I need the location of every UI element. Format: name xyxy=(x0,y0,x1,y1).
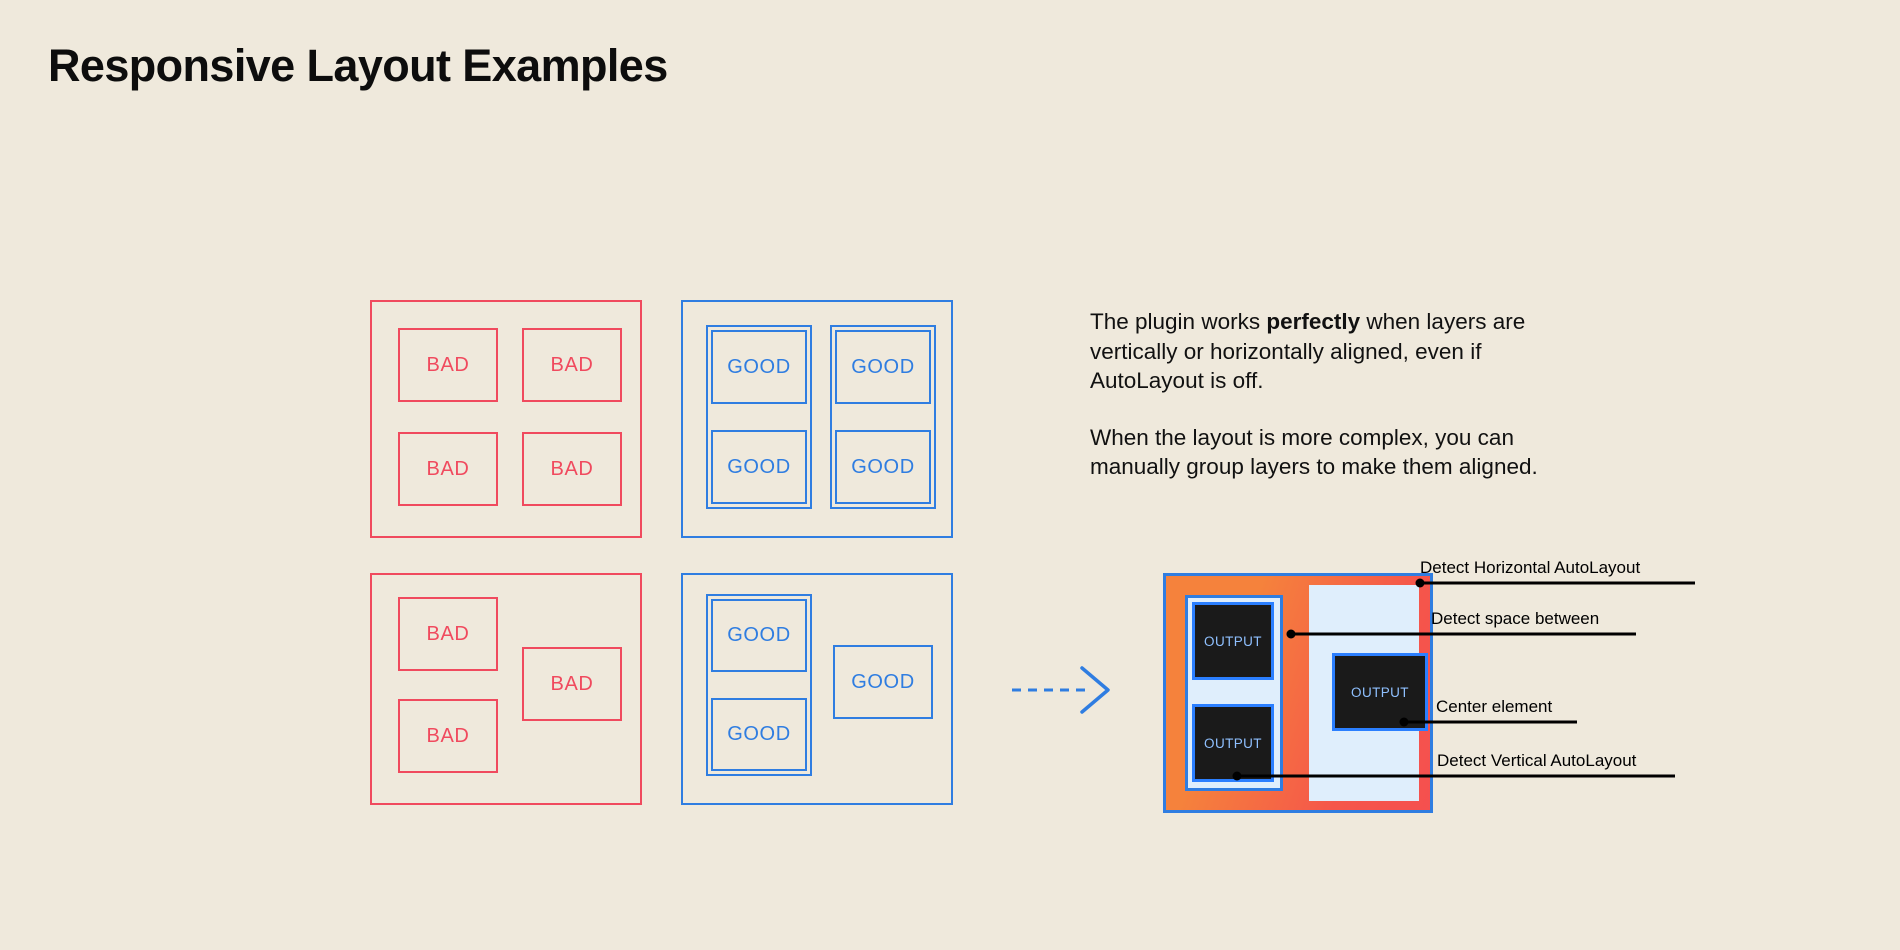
cell-label: BAD xyxy=(426,724,470,747)
cell-bad: BAD xyxy=(398,328,498,402)
explanation-copy: The plugin works perfectly when layers a… xyxy=(1090,307,1560,482)
plugin-detection-mock: OUTPUT OUTPUT OUTPUT xyxy=(1163,573,1433,813)
output-label: OUTPUT xyxy=(1204,633,1262,649)
callout-dot xyxy=(1415,578,1425,588)
cell-bad: BAD xyxy=(398,597,498,671)
cell-bad: BAD xyxy=(522,647,622,721)
paragraph-1-emphasis: perfectly xyxy=(1266,309,1361,334)
callout-label: Detect space between xyxy=(1431,609,1600,628)
cell-label: GOOD xyxy=(727,455,791,478)
callout-rule xyxy=(1404,720,1577,724)
callout-rule xyxy=(1237,774,1675,778)
callout-label: Center element xyxy=(1436,697,1553,716)
cell-label: GOOD xyxy=(851,355,915,378)
callout-detect-vertical-autolayout: Detect Vertical AutoLayout xyxy=(1232,751,1675,787)
cell-label: BAD xyxy=(550,672,594,695)
page-title: Responsive Layout Examples xyxy=(48,40,668,91)
cell-good: GOOD xyxy=(833,645,933,719)
cell-bad: BAD xyxy=(522,432,622,506)
callout-detect-space-between: Detect space between xyxy=(1286,609,1636,645)
cell-good: GOOD xyxy=(711,430,807,504)
cell-label: BAD xyxy=(426,457,470,480)
cell-label: BAD xyxy=(426,353,470,376)
cell-good: GOOD xyxy=(711,698,807,771)
output-box: OUTPUT xyxy=(1192,704,1274,782)
paragraph-2: When the layout is more complex, you can… xyxy=(1090,424,1538,480)
vertical-stack-column: OUTPUT OUTPUT xyxy=(1185,595,1283,791)
example-panel-bad-grid: BAD BAD BAD BAD xyxy=(370,300,642,538)
cell-good: GOOD xyxy=(711,330,807,404)
group-frame-column-right: GOOD GOOD xyxy=(830,325,936,509)
callout-detect-horizontal-autolayout: Detect Horizontal AutoLayout xyxy=(1415,558,1695,594)
callout-dot xyxy=(1399,717,1409,727)
output-label: OUTPUT xyxy=(1204,735,1262,751)
callout-dot xyxy=(1286,629,1296,639)
group-frame-column-left: GOOD GOOD xyxy=(706,325,812,509)
cell-label: GOOD xyxy=(727,723,791,745)
mock-inner-frame: OUTPUT OUTPUT OUTPUT xyxy=(1169,579,1428,807)
callout-dot xyxy=(1232,771,1242,781)
cell-good: GOOD xyxy=(835,330,931,404)
callout-label: Detect Vertical AutoLayout xyxy=(1437,751,1637,770)
example-panel-bad-complex: BAD BAD BAD xyxy=(370,573,642,805)
output-box: OUTPUT xyxy=(1192,602,1274,680)
callout-rule xyxy=(1291,632,1636,636)
cell-label: BAD xyxy=(550,457,594,480)
cell-good: GOOD xyxy=(711,599,807,672)
cell-bad: BAD xyxy=(398,432,498,506)
group-frame-stack: GOOD GOOD xyxy=(706,594,812,776)
cell-label: BAD xyxy=(426,622,470,645)
example-panel-good-complex: GOOD GOOD GOOD xyxy=(681,573,953,805)
callout-label: Detect Horizontal AutoLayout xyxy=(1420,558,1641,577)
callout-rule xyxy=(1420,581,1695,585)
output-box: OUTPUT xyxy=(1332,653,1428,731)
cell-bad: BAD xyxy=(398,699,498,773)
cell-bad: BAD xyxy=(522,328,622,402)
paragraph-1-part-b: when layers are vertically or horizontal… xyxy=(1090,309,1526,393)
output-label: OUTPUT xyxy=(1351,684,1409,700)
cell-label: GOOD xyxy=(851,670,915,693)
cell-label: GOOD xyxy=(851,455,915,478)
cell-label: GOOD xyxy=(727,624,791,646)
callout-center-element: Center element xyxy=(1399,697,1577,733)
cell-label: BAD xyxy=(550,353,594,376)
cell-label: GOOD xyxy=(727,355,791,378)
example-panel-good-grid: GOOD GOOD GOOD GOOD xyxy=(681,300,953,538)
paragraph-1: The plugin works perfectly when layers a… xyxy=(1090,307,1560,396)
paragraph-1-part-a: The plugin works xyxy=(1090,309,1267,334)
dashed-arrow-right-icon xyxy=(1012,666,1110,714)
cell-good: GOOD xyxy=(835,430,931,504)
